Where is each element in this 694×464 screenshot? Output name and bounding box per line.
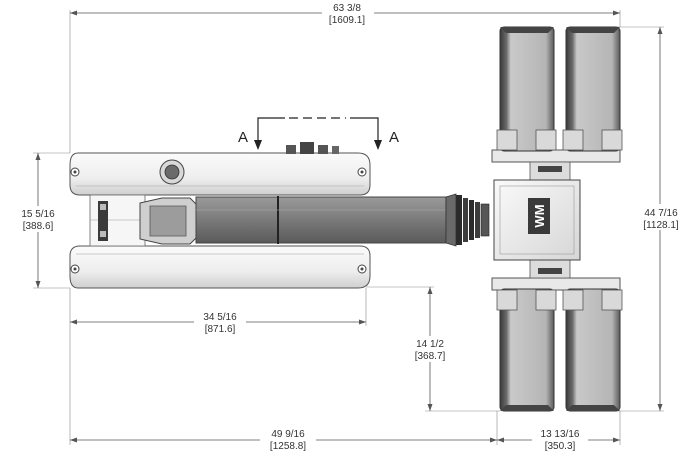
base-width-imperial: 15 5/16 bbox=[21, 209, 55, 220]
base-body bbox=[69, 142, 371, 289]
light-head: WM bbox=[491, 149, 621, 291]
head-width-metric: [350.3] bbox=[545, 441, 576, 452]
overall-height-imperial: 44 7/16 bbox=[644, 208, 678, 219]
logo-text: WM bbox=[532, 204, 547, 227]
overall-width-metric: [1609.1] bbox=[329, 15, 365, 26]
section-mark-left: A bbox=[238, 129, 248, 146]
lamp-panel-bottom-left bbox=[496, 288, 557, 412]
base-length-metric: [871.6] bbox=[205, 324, 236, 335]
overall-height-metric: [1128.1] bbox=[643, 220, 679, 231]
boom-reach-metric: [1258.8] bbox=[270, 441, 306, 452]
lamp-panel-bottom-right bbox=[562, 288, 623, 412]
section-mark-right: A bbox=[389, 129, 399, 146]
overall-width-imperial: 63 3/8 bbox=[333, 3, 361, 14]
boom bbox=[139, 193, 490, 247]
lamp-panel-top-right bbox=[562, 26, 623, 152]
panel-offset-imperial: 14 1/2 bbox=[416, 339, 444, 350]
base-length-imperial: 34 5/16 bbox=[203, 312, 237, 323]
panel-offset-metric: [368.7] bbox=[415, 351, 446, 362]
extension-lines bbox=[33, 10, 664, 445]
head-width-imperial: 13 13/16 bbox=[541, 429, 580, 440]
boom-reach-imperial: 49 9/16 bbox=[271, 429, 305, 440]
lamp-panel-top-left bbox=[496, 26, 557, 152]
section-line-a-a bbox=[254, 117, 382, 150]
base-width-metric: [388.6] bbox=[23, 221, 54, 232]
